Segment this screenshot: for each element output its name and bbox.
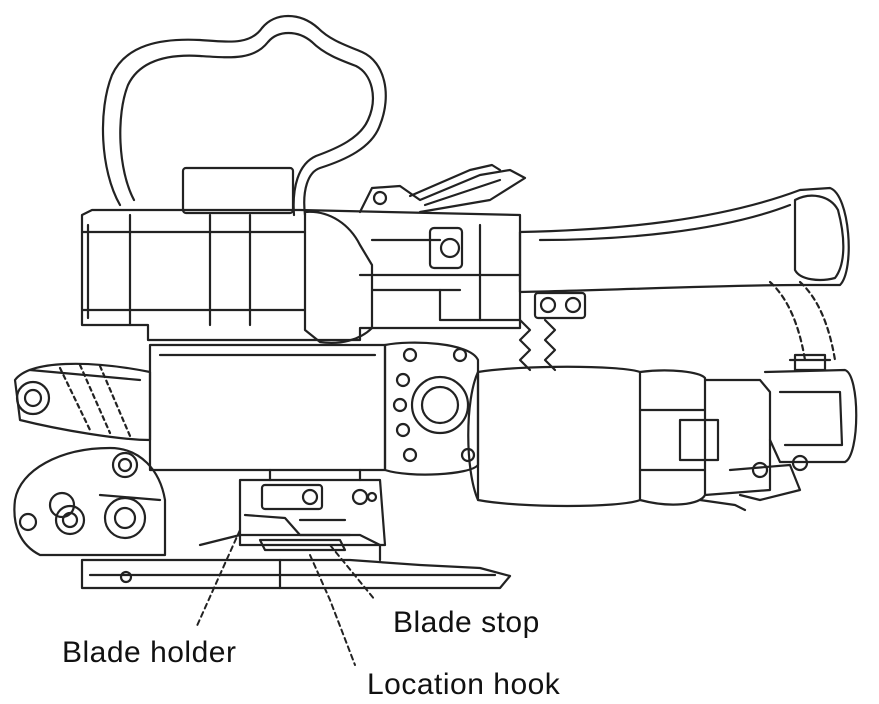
top-handle — [101, 15, 387, 217]
motor-cylinder — [467, 365, 772, 508]
middle-body — [148, 343, 387, 472]
top-lever — [358, 163, 527, 214]
gear-plate — [13, 446, 167, 557]
leader-lines — [195, 529, 376, 666]
leader-location-hook — [309, 554, 356, 666]
label-blade-stop: Blade stop — [393, 606, 540, 639]
end-cap — [763, 353, 858, 464]
right-handle — [518, 186, 850, 362]
left-arm — [13, 362, 152, 442]
leader-blade-holder — [195, 529, 241, 629]
label-location-hook: Location hook — [367, 668, 561, 701]
trigger — [698, 454, 809, 512]
upper-housing — [80, 166, 522, 344]
spring-coil — [518, 318, 557, 372]
label-blade-holder: Blade holder — [62, 636, 237, 669]
motor-flange — [383, 341, 480, 476]
leader-blade-stop — [329, 544, 376, 601]
base-plate — [80, 533, 512, 590]
blade-assembly — [238, 468, 387, 552]
